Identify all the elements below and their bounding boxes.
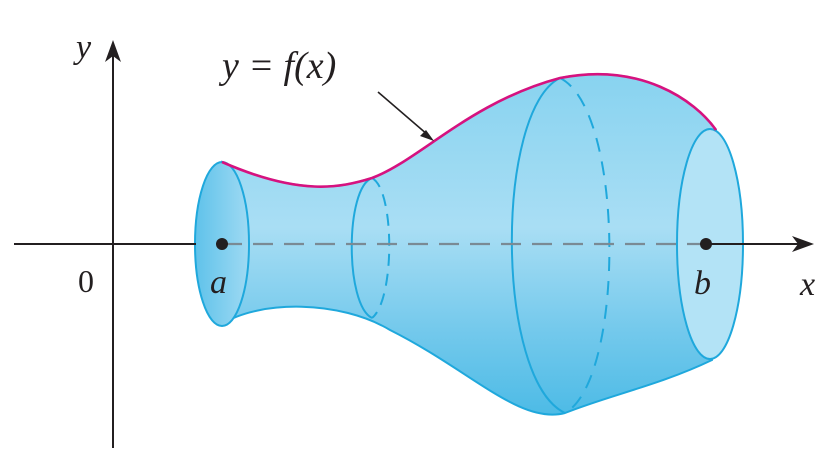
y-axis-label: y: [73, 29, 92, 66]
a-label: a: [210, 264, 227, 301]
curve-f: [221, 72, 718, 188]
curve-label: y = f(x): [218, 45, 336, 87]
wide-cross-section-front: [510, 77, 566, 414]
b-label: b: [694, 265, 711, 302]
neck-cross-section-back: [371, 177, 391, 319]
curve-label-arrowhead: [420, 130, 434, 141]
y-axis-arrowhead: [105, 40, 121, 62]
point-a: [216, 238, 228, 250]
curve-label-leader: [377, 91, 429, 136]
wide-cross-section-back: [559, 77, 611, 414]
x-axis-arrowhead: [792, 236, 814, 252]
point-b: [700, 238, 712, 250]
neck-cross-section-front: [350, 177, 373, 319]
x-axis-label: x: [799, 266, 815, 303]
origin-label: 0: [78, 263, 94, 299]
